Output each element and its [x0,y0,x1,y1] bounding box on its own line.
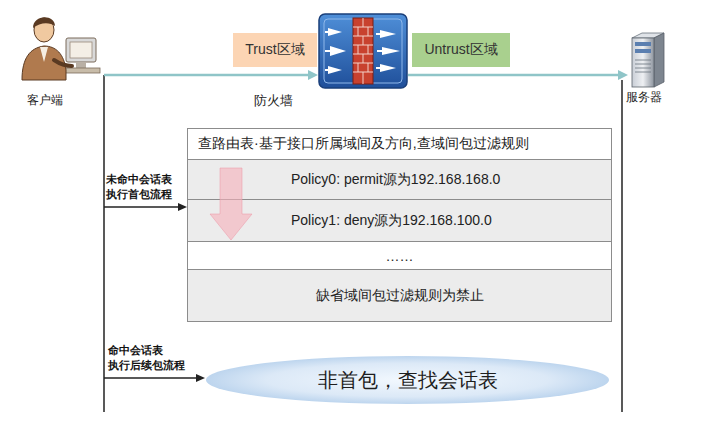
session-ellipse: 非首包，查找会话表 [205,355,610,405]
scan-arrow-shape [210,168,252,240]
ellipse-text: 非首包，查找会话表 [318,367,498,394]
zone-label: Trust区域 [245,41,304,59]
firewall-icon [319,14,407,88]
table-row: Policy0: permit源为192.168.168.0 [187,160,612,200]
zone-box: Trust区域 [233,33,317,67]
flow-arrow [104,377,197,379]
arrow-head [196,374,205,382]
node-label: 防火墙 [254,92,293,110]
row-text: …… [386,248,414,264]
node-label: 服务器 [626,89,662,106]
firewall-node: 防火墙 [318,12,408,90]
connector-line [104,74,309,77]
row-text: Policy1: deny源为192.168.100.0 [291,212,492,230]
zone-label: Untrust区域 [424,41,497,59]
client-icon [22,17,100,80]
flow-arrow [104,206,179,208]
table-row: Policy1: deny源为192.168.100.0 [187,200,612,242]
server-node: 服务器 [628,33,664,88]
table-row: 查路由表·基于接口所属域间及方向,查域间包过滤规则 [187,128,612,160]
connector-line [408,74,619,77]
flow-note: 命中会话表 执行后续包流程 [108,343,200,373]
arrow-head [618,70,628,80]
lifeline [103,75,105,412]
arrow-head [308,70,318,80]
row-text: 缺省域间包过滤规则为禁止 [316,287,484,305]
arrow-head [178,203,187,211]
zone-box: Untrust区域 [412,33,510,67]
row-text: 查路由表·基于接口所属域间及方向,查域间包过滤规则 [198,135,529,153]
flow-note: 未命中会话表 执行首包流程 [106,172,198,202]
row-text: Policy0: permit源为192.168.168.0 [291,171,500,189]
lifeline [621,80,623,412]
ellipse-fill [206,356,609,404]
table-row: 缺省域间包过滤规则为禁止 [187,270,612,322]
table-row: …… [187,242,612,270]
client-node: 客户端 [15,8,104,88]
node-label: 客户端 [27,92,63,109]
server-icon [632,33,664,87]
